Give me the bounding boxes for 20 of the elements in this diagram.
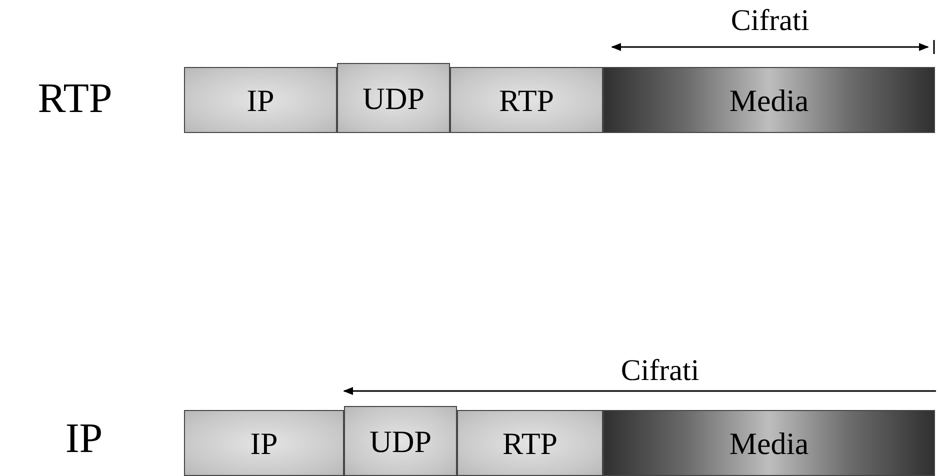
header-field-box [344,406,457,476]
field-label: RTP [502,428,558,458]
header-field-box [450,67,603,133]
field-label: Media [729,428,809,458]
header-field-box [603,67,935,133]
header-field-box [184,67,337,133]
field-label: IP [250,428,278,458]
header-field-box [184,410,344,476]
field-label: RTP [499,84,554,116]
header-field-box [603,410,935,476]
row-label: IP [64,418,104,460]
row-label: RTP [36,78,114,120]
dimension-label: Cifrati [620,356,700,386]
field-label: IP [246,84,274,116]
header-field-box [337,63,450,133]
field-label: UDP [369,426,432,456]
header-field-box [457,410,603,476]
field-label: UDP [362,82,424,114]
dimension-label: Cifrati [730,6,810,36]
field-label: Media [729,84,809,116]
